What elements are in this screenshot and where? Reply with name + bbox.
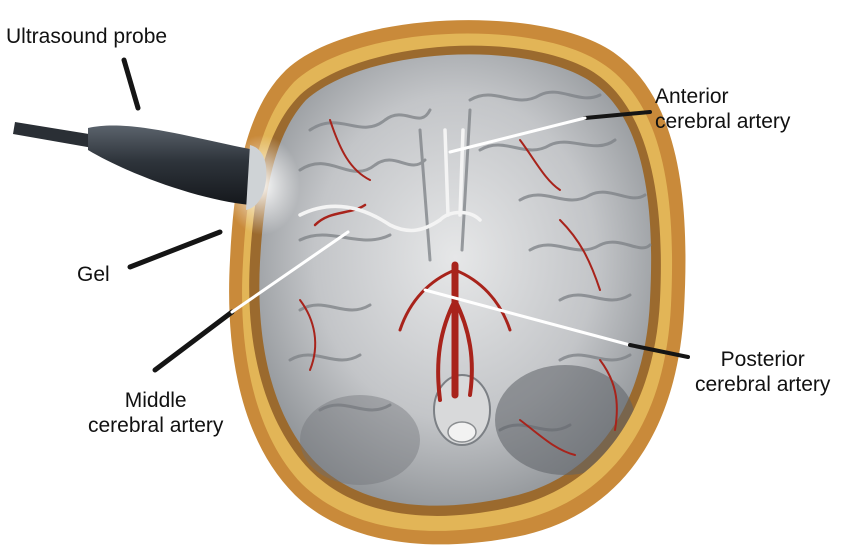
probe-leader-line	[124, 60, 138, 108]
brain	[259, 54, 651, 505]
gel-label: Gel	[77, 262, 110, 287]
ultrasound-probe	[13, 122, 266, 210]
posterior-cerebral-artery-label-line-1: Posterior	[695, 347, 830, 372]
posterior-cerebral-artery-label: Posterior cerebral artery	[695, 347, 830, 397]
mca-leader-line-dark	[155, 312, 232, 370]
ultrasound-probe-label-text: Ultrasound probe	[6, 24, 167, 49]
posterior-cerebral-artery-label-line-2: cerebral artery	[695, 372, 830, 397]
middle-cerebral-artery-label: Middle cerebral artery	[88, 388, 223, 438]
gel-label-text: Gel	[77, 262, 110, 287]
ultrasound-probe-label: Ultrasound probe	[6, 24, 167, 49]
middle-cerebral-artery-label-line-2: cerebral artery	[88, 413, 223, 438]
anterior-cerebral-artery-label-line-1: Anterior	[655, 84, 790, 109]
middle-cerebral-artery-label-line-1: Middle	[88, 388, 223, 413]
anterior-cerebral-artery-label-line-2: cerebral artery	[655, 109, 790, 134]
anterior-cerebral-artery-label: Anterior cerebral artery	[655, 84, 790, 134]
gel-leader-line	[130, 232, 220, 267]
